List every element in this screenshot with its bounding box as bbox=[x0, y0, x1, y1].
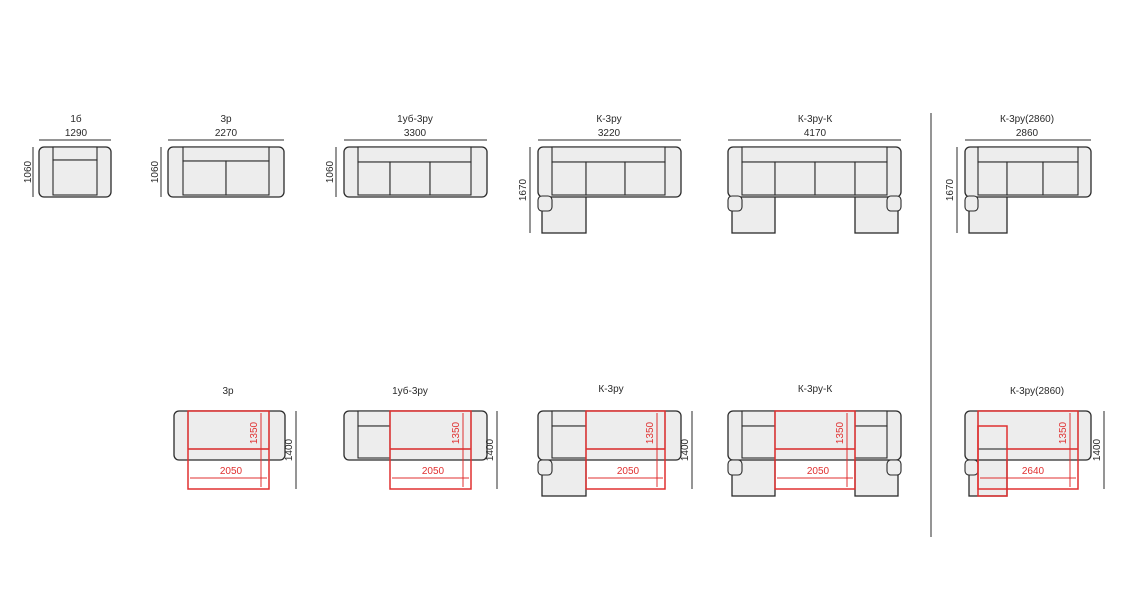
module-label: К-3ру bbox=[598, 384, 623, 395]
module-label: 3р bbox=[222, 386, 234, 397]
seat-cushion bbox=[429, 161, 472, 196]
sleep-area-back bbox=[389, 410, 472, 450]
backrest bbox=[357, 146, 472, 163]
width-value: 1290 bbox=[65, 128, 88, 139]
module-label: К-3ру-К bbox=[798, 384, 832, 395]
unfolded-k-3ru: К-3ру 2050 1350 1400 bbox=[537, 384, 693, 497]
module-label: 3р bbox=[220, 114, 232, 125]
seat-cushion bbox=[52, 159, 98, 196]
width-value: 3220 bbox=[598, 128, 621, 139]
unfolded-k-3ru-k: К-3ру-К 2050 1350 bbox=[727, 384, 902, 497]
backrest-right bbox=[854, 410, 888, 427]
backrest bbox=[357, 410, 391, 427]
sleep-length-value: 1350 bbox=[249, 421, 260, 444]
depth-value: 1400 bbox=[1092, 438, 1103, 461]
module-1b: 1б 1290 1060 bbox=[23, 113, 112, 198]
module-label: К-3ру(2860) bbox=[1000, 114, 1054, 125]
module-label: 1уб-3ру bbox=[392, 385, 428, 397]
sleep-area-back bbox=[187, 410, 270, 450]
module-label: К-3ру-К bbox=[798, 114, 832, 125]
corner-arm bbox=[964, 459, 979, 476]
depth-value: 1400 bbox=[680, 438, 691, 461]
sleep-length-value: 1350 bbox=[1058, 421, 1069, 444]
sleep-width-value: 2050 bbox=[422, 466, 445, 477]
seat-cushion bbox=[357, 425, 391, 459]
depth-value: 1060 bbox=[150, 160, 161, 183]
module-3r: 3р 2270 1060 bbox=[150, 114, 285, 198]
unfolded-3r: 3р 2050 1350 1400 bbox=[173, 386, 297, 490]
sleep-width-value: 2050 bbox=[617, 466, 640, 477]
sleep-length-value: 1350 bbox=[645, 421, 656, 444]
sleep-width-value: 2050 bbox=[807, 466, 830, 477]
backrest-left bbox=[741, 410, 776, 427]
corner-arm bbox=[537, 195, 553, 212]
seat-cushion-left bbox=[741, 425, 776, 459]
seat-cushion bbox=[585, 161, 626, 196]
width-value: 2270 bbox=[215, 128, 238, 139]
sleep-length-value: 1350 bbox=[835, 421, 846, 444]
module-k-3ru: К-3ру 3220 1670 bbox=[518, 114, 682, 234]
seat-cushion bbox=[225, 160, 270, 196]
sleep-area-frame bbox=[585, 410, 666, 490]
corner-arm-left bbox=[727, 195, 743, 212]
unfolded-k-3ru-2860: К-3ру(2860) 2640 1350 1400 bbox=[964, 386, 1105, 497]
backrest bbox=[551, 410, 587, 427]
corner-arm bbox=[537, 459, 553, 476]
width-value: 4170 bbox=[804, 128, 827, 139]
sleep-area-frame bbox=[187, 410, 270, 490]
sleep-length-value: 1350 bbox=[451, 421, 462, 444]
seat-cushion bbox=[814, 161, 856, 196]
width-value: 2860 bbox=[1016, 128, 1039, 139]
seat-cushion bbox=[551, 161, 587, 196]
seat-cushion bbox=[774, 161, 816, 196]
sleep-area-frame bbox=[389, 410, 472, 490]
module-label: 1б bbox=[70, 113, 82, 125]
sleep-width-value: 2050 bbox=[220, 466, 243, 477]
seat-cushion bbox=[741, 161, 776, 196]
backrest bbox=[551, 146, 666, 163]
seat-cushion-right bbox=[854, 425, 888, 459]
chaise-sleep-frame bbox=[977, 425, 1008, 497]
depth-value: 1670 bbox=[945, 178, 956, 201]
depth-value: 1670 bbox=[518, 178, 529, 201]
sleep-width-value: 2640 bbox=[1022, 466, 1045, 477]
seat-cushion bbox=[977, 161, 1008, 196]
seat-cushion bbox=[624, 161, 666, 196]
sleep-area-back bbox=[977, 410, 1079, 450]
module-1ub-3ru: 1уб-3ру 3300 1060 bbox=[325, 113, 488, 198]
unfolded-1ub-3ru: 1уб-3ру 2050 1350 1400 bbox=[343, 385, 498, 490]
backrest bbox=[52, 146, 98, 161]
seat-cushion bbox=[551, 425, 587, 459]
backrest bbox=[741, 146, 888, 163]
backrest bbox=[182, 146, 270, 162]
width-value: 3300 bbox=[404, 128, 427, 139]
corner-arm bbox=[964, 195, 979, 212]
corner-arm-right bbox=[886, 195, 902, 212]
seat-cushion bbox=[357, 161, 391, 196]
seat-cushion bbox=[389, 161, 431, 196]
backrest bbox=[977, 146, 1079, 163]
module-label: 1уб-3ру bbox=[397, 113, 433, 125]
seat-cushion bbox=[1042, 161, 1079, 196]
module-label: К-3ру(2860) bbox=[1010, 386, 1064, 397]
module-k-3ru-k: К-3ру-К 4170 bbox=[727, 114, 902, 234]
depth-value: 1400 bbox=[485, 438, 496, 461]
module-label: К-3ру bbox=[596, 114, 621, 125]
module-k-3ru-2860: К-3ру(2860) 2860 1670 bbox=[945, 114, 1092, 234]
seat-cushion bbox=[182, 160, 227, 196]
depth-value: 1400 bbox=[284, 438, 295, 461]
sleep-area-frame bbox=[774, 410, 856, 490]
corner-arm-right bbox=[886, 459, 902, 476]
seat-cushion bbox=[854, 161, 888, 196]
depth-value: 1060 bbox=[325, 160, 336, 183]
depth-value: 1060 bbox=[23, 160, 34, 183]
seat-cushion bbox=[1006, 161, 1044, 196]
corner-arm-left bbox=[727, 459, 743, 476]
